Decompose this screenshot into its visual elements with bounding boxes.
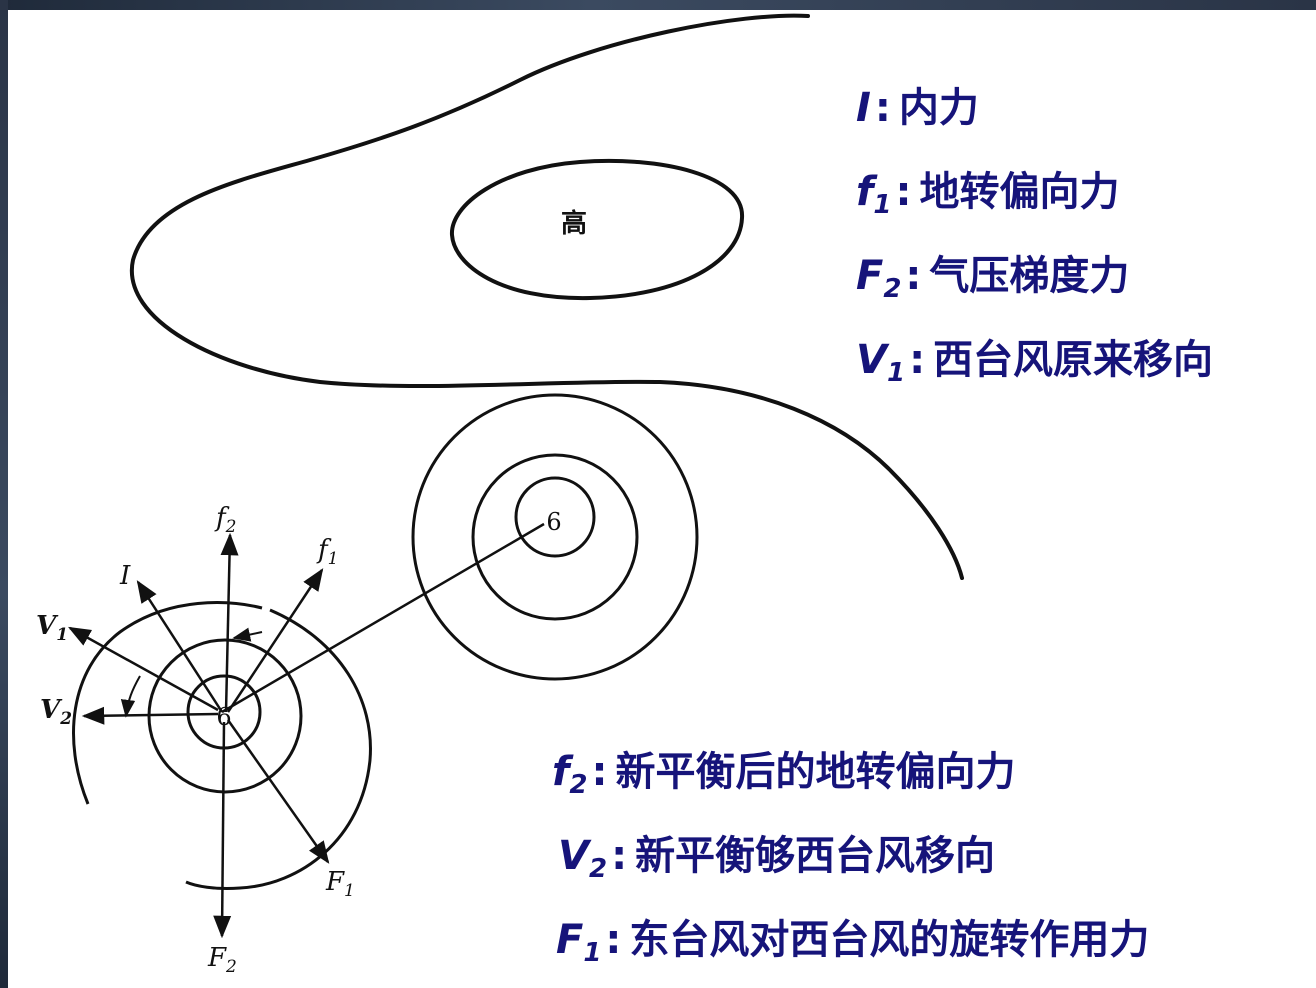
high-pressure-outer-isobar bbox=[129, 13, 964, 580]
legend-separator: : bbox=[874, 85, 891, 131]
force-vectors bbox=[68, 532, 330, 939]
legend-separator: : bbox=[611, 833, 628, 879]
label-f2: f2 bbox=[214, 503, 236, 537]
vector-f2 bbox=[220, 532, 239, 713]
legend-symbol: V2 bbox=[558, 833, 608, 884]
high-pressure-inner-isobar bbox=[449, 158, 745, 301]
label-F2: F2 bbox=[207, 943, 237, 977]
legend-item-V2: V2:新平衡够西台风移向 bbox=[558, 836, 995, 882]
legend-separator: : bbox=[905, 253, 922, 299]
vector-V1 bbox=[68, 626, 219, 712]
legend-text: 气压梯度力 bbox=[929, 253, 1130, 299]
vector-F2 bbox=[213, 721, 232, 939]
label-V2: V2 bbox=[40, 695, 72, 729]
legend-separator: : bbox=[909, 337, 926, 383]
legend-symbol: f2 bbox=[552, 749, 588, 800]
east-typhoon-middle-isobar bbox=[471, 453, 639, 621]
vector-F1 bbox=[226, 719, 330, 864]
slide-frame-top bbox=[0, 0, 1316, 10]
label-f1: f1 bbox=[316, 535, 338, 569]
high-pressure-label: 高 bbox=[561, 208, 587, 239]
west-typhoon-outer-arc-left bbox=[72, 601, 263, 805]
east-typhoon-outer-isobar bbox=[411, 393, 699, 681]
east-typhoon-inner-isobar bbox=[514, 476, 596, 558]
legend-symbol: F1 bbox=[556, 917, 602, 968]
rotation-arrow-top bbox=[232, 627, 263, 642]
legend-item-f2: f2:新平衡后的地转偏向力 bbox=[552, 752, 1016, 798]
legend-item-I: I:内力 bbox=[856, 88, 979, 128]
legend-symbol: f1 bbox=[856, 169, 892, 220]
label-F1: F1 bbox=[325, 867, 355, 901]
typhoon-connecting-line bbox=[221, 522, 545, 714]
vector-f1 bbox=[226, 568, 324, 713]
legend-separator: : bbox=[591, 749, 608, 795]
legend-text: 地转偏向力 bbox=[919, 169, 1120, 215]
east-typhoon-symbol: 6 bbox=[546, 508, 561, 536]
west-typhoon-outer-arc-right bbox=[185, 608, 372, 890]
slide-frame-left bbox=[0, 0, 8, 988]
label-I: I bbox=[119, 561, 131, 591]
legend-symbol: F2 bbox=[856, 253, 902, 304]
legend-item-V1: V1:西台风原来移向 bbox=[856, 340, 1213, 386]
legend-symbol: V1 bbox=[856, 337, 906, 388]
legend-text: 西台风原来移向 bbox=[933, 337, 1214, 383]
east-typhoon: 6 bbox=[411, 393, 699, 681]
label-V1: V1 bbox=[36, 611, 68, 645]
legend-text: 东台风对西台风的旋转作用力 bbox=[629, 917, 1150, 963]
legend-text: 内力 bbox=[898, 85, 979, 131]
legend-separator: : bbox=[895, 169, 912, 215]
vector-I bbox=[136, 580, 224, 713]
legend-symbol: I bbox=[856, 85, 871, 131]
legend-text: 新平衡够西台风移向 bbox=[635, 833, 996, 879]
legend-item-F2: F2:气压梯度力 bbox=[856, 256, 1129, 302]
vector-V2 bbox=[81, 706, 219, 725]
legend-item-f1: f1:地转偏向力 bbox=[856, 172, 1120, 218]
legend-item-F1: F1:东台风对西台风的旋转作用力 bbox=[556, 920, 1149, 966]
legend-text: 新平衡后的地转偏向力 bbox=[615, 749, 1016, 795]
legend-separator: : bbox=[605, 917, 622, 963]
rotation-arrow-left bbox=[120, 675, 141, 718]
